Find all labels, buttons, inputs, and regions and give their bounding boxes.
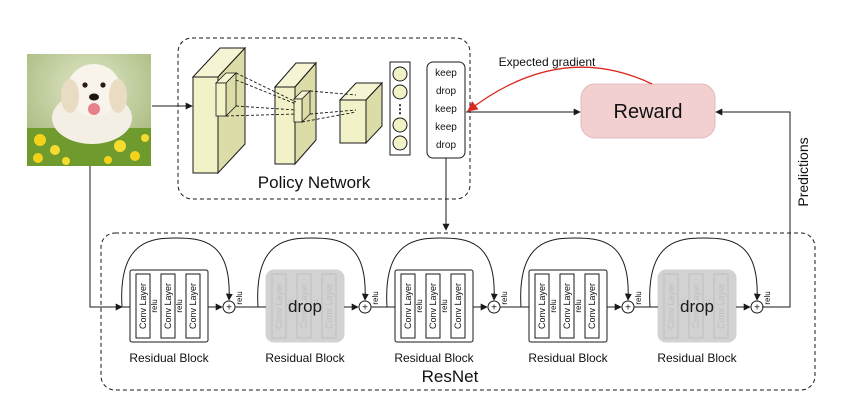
- inner-relu-label: relu: [286, 299, 295, 312]
- conv-layer-box: [135, 273, 151, 339]
- conv-layer-label: Conv Layer: [403, 283, 413, 329]
- expected-gradient-label: Expected gradient: [499, 55, 596, 69]
- conv-layer-box: [713, 273, 729, 339]
- conv-layer-box: [271, 273, 287, 339]
- conv-layer-box: [160, 273, 176, 339]
- skip-connection-arc: [121, 237, 233, 308]
- action-list: keep drop keep keep drop: [435, 68, 457, 151]
- conv-layer-label: Conv Layer: [453, 283, 463, 329]
- conv-layer-box: [450, 273, 466, 339]
- add-symbol: +: [491, 303, 497, 314]
- conv-layer-box: [534, 273, 550, 339]
- add-symbol: +: [362, 303, 368, 314]
- inner-relu-label: relu: [415, 299, 424, 312]
- inner-relu-label: relu: [440, 299, 449, 312]
- conv-layer-label: Conv Layer: [163, 283, 173, 329]
- policy-network-title: Policy Network: [258, 173, 371, 192]
- conv-feature-cube-3: [338, 81, 384, 145]
- conv-layer-label: Conv Layer: [666, 283, 676, 329]
- skip-connection-arc: [386, 237, 498, 308]
- conv-layer-box: [584, 273, 600, 339]
- residual-block-label: Residual Block: [394, 351, 474, 365]
- conv-layer-label: Conv Layer: [716, 283, 726, 329]
- action-label-keep: keep: [435, 68, 457, 79]
- resnet-frame: [100, 232, 816, 391]
- inner-relu-label: relu: [175, 299, 184, 312]
- predictions-arrow: [715, 108, 791, 308]
- resnet-title: ResNet: [422, 367, 479, 386]
- drop-label: drop: [288, 297, 322, 316]
- inner-relu-label: relu: [150, 299, 159, 312]
- relu-label: relu: [500, 291, 509, 304]
- predictions-label: Predictions: [795, 137, 811, 206]
- add-symbol: +: [625, 303, 631, 314]
- relu-label: relu: [634, 291, 643, 304]
- conv-feature-cube-2: [273, 61, 318, 166]
- reward-box: [580, 83, 716, 139]
- conv-layer-label: Conv Layer: [691, 283, 701, 329]
- residual-block-label: Residual Block: [129, 351, 209, 365]
- reward-label: Reward: [614, 101, 683, 123]
- residual-block-label: Residual Block: [265, 351, 345, 365]
- expected-gradient-arrow: [467, 66, 653, 112]
- skip-connection-arc: [520, 237, 632, 308]
- conv-layer-box: [425, 273, 441, 339]
- conv-layer-box: [688, 273, 704, 339]
- conv-layer-box: [321, 273, 337, 339]
- conv-layer-label: Conv Layer: [587, 283, 597, 329]
- add-symbol: +: [754, 303, 760, 314]
- action-label-drop: drop: [436, 140, 456, 151]
- drop-label: drop: [680, 297, 714, 316]
- skip-connection-arc: [257, 237, 369, 308]
- skip-connection-arc: [649, 237, 761, 308]
- action-label-keep: keep: [435, 122, 457, 133]
- residual-block-label: Residual Block: [657, 351, 737, 365]
- conv-layer-label: Conv Layer: [324, 283, 334, 329]
- receptive-field-lines: [225, 72, 357, 123]
- relu-label: relu: [763, 291, 772, 304]
- conv-layer-box: [663, 273, 679, 339]
- action-label-drop: drop: [436, 86, 456, 97]
- conv-layer-label: Conv Layer: [274, 283, 284, 329]
- image-to-resnet-line: [89, 166, 123, 311]
- conv-layer-box: [185, 273, 201, 339]
- add-symbol: +: [226, 303, 232, 314]
- conv-layer-box: [559, 273, 575, 339]
- conv-layer-label: Conv Layer: [428, 283, 438, 329]
- conv-layer-label: Conv Layer: [562, 283, 572, 329]
- inner-relu-label: relu: [703, 299, 712, 312]
- conv-layer-label: Conv Layer: [299, 283, 309, 329]
- relu-label: relu: [371, 291, 380, 304]
- relu-label: relu: [235, 291, 244, 304]
- conv-layer-box: [400, 273, 416, 339]
- inner-relu-label: relu: [678, 299, 687, 312]
- policy-network-frame: [177, 37, 471, 200]
- conv-layer-label: Conv Layer: [537, 283, 547, 329]
- residual-block-label: Residual Block: [528, 351, 608, 365]
- conv-layer-label: Conv Layer: [138, 283, 148, 329]
- action-label-keep: keep: [435, 104, 457, 115]
- inner-relu-label: relu: [311, 299, 320, 312]
- conv-feature-cube-1: [191, 46, 247, 175]
- fc-ellipsis: ⋮: [394, 102, 406, 116]
- inner-relu-label: relu: [574, 299, 583, 312]
- inner-relu-label: relu: [549, 299, 558, 312]
- fully-connected-layer: ⋮: [389, 61, 411, 156]
- conv-layer-box: [296, 273, 312, 339]
- conv-layer-label: Conv Layer: [188, 283, 198, 329]
- dog-photo-icon: [27, 54, 151, 166]
